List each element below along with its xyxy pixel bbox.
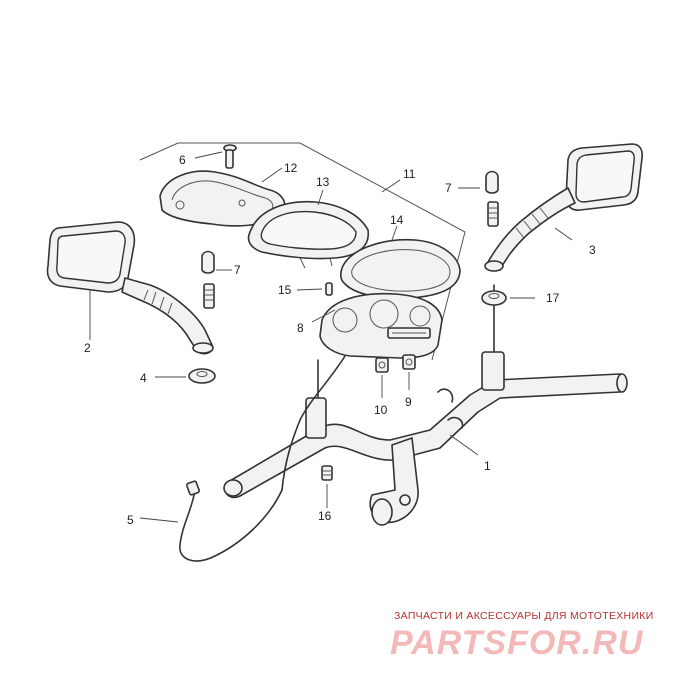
callout-14: 14 — [390, 213, 404, 227]
callout-1: 1 — [484, 459, 491, 473]
nut-9 — [402, 354, 416, 370]
callout-2: 2 — [84, 341, 91, 355]
screw-6 — [223, 144, 237, 169]
instrument-lens-13 — [247, 200, 369, 269]
bolt-7-right — [485, 170, 499, 227]
bolt-7-left — [201, 250, 215, 309]
callout-13: 13 — [316, 175, 330, 189]
speedometer-cable-5 — [179, 480, 283, 562]
callout-12: 12 — [284, 161, 298, 175]
callout-4: 4 — [140, 371, 147, 385]
instrument-panel-11 — [281, 292, 443, 491]
watermark-tagline: ЗАПЧАСТИ И АКСЕССУАРЫ ДЛЯ МОТОТЕХНИКИ — [394, 610, 654, 622]
screw-16 — [321, 465, 333, 481]
watermark-logo: PARTSFOR.RU — [390, 624, 644, 662]
callout-6: 6 — [179, 153, 186, 167]
instrument-cover-12 — [159, 170, 286, 227]
handlebar — [223, 284, 628, 526]
left-mirror — [46, 221, 214, 355]
callout-16: 16 — [318, 509, 332, 523]
leader-lines — [89, 151, 573, 523]
washer-17-hole — [488, 293, 500, 299]
callout-15: 15 — [278, 283, 292, 297]
callout-5: 5 — [127, 513, 134, 527]
right-mirror — [484, 143, 643, 272]
nut-10 — [375, 357, 389, 373]
washer-4-hole — [196, 371, 208, 377]
callout-7-left: 7 — [234, 263, 241, 277]
callout-17: 17 — [546, 291, 560, 305]
callout-8: 8 — [297, 321, 304, 335]
callout-7-right: 7 — [445, 181, 452, 195]
callout-9: 9 — [405, 395, 412, 409]
gasket-14 — [339, 238, 461, 300]
screw-15 — [325, 282, 333, 296]
callout-11: 11 — [403, 167, 416, 181]
callout-3: 3 — [589, 243, 596, 257]
callout-10: 10 — [374, 403, 388, 417]
